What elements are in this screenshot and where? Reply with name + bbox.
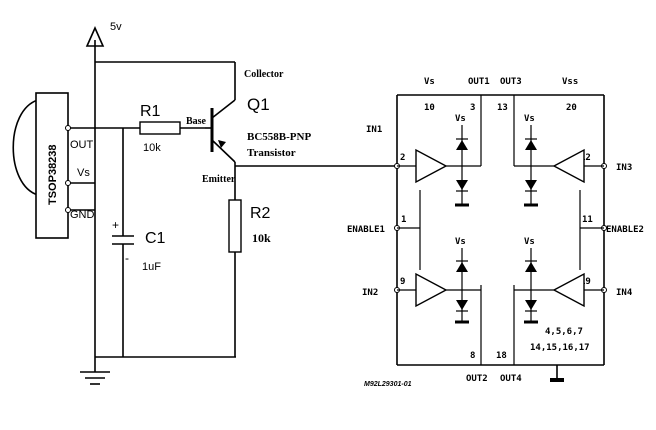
in3-label: IN3 [616,163,632,173]
pin-10: 10 [424,103,435,113]
q1-base-label: Base [186,116,207,127]
buffer-4 [514,272,604,308]
ir-receiver: TSOP38238 OUT Vs GND [12,92,95,239]
q1-type: Transistor [247,147,296,159]
q1-part: BC558B-PNP [247,131,311,143]
ground-rail [80,356,236,385]
vs-inner-3: Vs [455,237,466,247]
r1-value: 10k [143,142,161,154]
supply-rail: 5v [85,21,236,372]
buffer-3 [513,147,604,184]
c1-ref: C1 [145,230,166,247]
capacitor-c1: + - C1 1uF [112,128,166,357]
out2-label: OUT2 [466,374,488,384]
enable1-label: ENABLE1 [347,225,385,235]
vss-top-label: Vss [562,77,578,87]
pin-13: 13 [497,103,508,113]
diodes-left-top: Vs [455,114,469,207]
sensor-pin-vs: Vs [77,167,90,179]
c1-plus: + [112,218,119,232]
diodes-left-bottom: Vs [455,237,469,324]
pin-3: 3 [470,103,475,113]
in2-label: IN2 [362,288,378,298]
in4-label: IN4 [616,288,633,298]
r1-ref: R1 [140,103,161,120]
pin-18: 18 [496,351,507,361]
c1-value: 1uF [142,261,161,273]
diodes-right-top: Vs [524,114,538,207]
motor-driver: Vs OUT1 OUT3 Vss 10 3 13 20 IN1 2 12 IN3… [347,77,644,388]
pin-1: 1 [401,215,406,225]
q1-collector-label: Collector [244,69,284,80]
pin-19: 19 [580,277,591,287]
vs-inner-2: Vs [524,114,535,124]
sensor-pin-out: OUT [70,139,94,151]
buffer-2 [397,272,481,308]
q1-ref: Q1 [247,95,270,114]
vs-top-label: Vs [424,77,435,87]
gnd-pins-line2: 14,15,16,17 [530,343,590,353]
resistor-r2: R2 10k [228,199,271,357]
vs-inner-1: Vs [455,114,466,124]
out4-label: OUT4 [500,374,522,384]
r2-ref: R2 [250,205,271,222]
pin-12: 12 [580,153,591,163]
supply-label: 5v [110,21,122,33]
pin-9: 9 [400,277,405,287]
c1-minus: - [125,251,129,265]
pin-11: 11 [582,215,593,225]
vs-inner-4: Vs [524,237,535,247]
gnd-pins-line1: 4,5,6,7 [545,327,583,337]
r2-value: 10k [252,231,271,245]
driver-code-label: M92L29301-01 [364,381,412,388]
enable2-label: ENABLE2 [606,225,644,235]
out3-label: OUT3 [500,77,522,87]
transistor-q1: Base Collector Emitter Q1 BC558B-PNP Tra… [186,69,311,200]
pin-8: 8 [470,351,475,361]
pin-20: 20 [566,103,577,113]
resistor-r1: R1 10k [95,103,205,154]
sensor-part-label: TSOP38238 [47,144,59,205]
buffer-1 [397,147,482,184]
diodes-right-bottom: Vs [524,237,538,324]
q1-emitter-label: Emitter [202,174,236,185]
sensor-pin-gnd: GND [70,209,95,221]
out1-label: OUT1 [468,77,490,87]
in1-label: IN1 [366,125,382,135]
pin-2: 2 [400,153,405,163]
